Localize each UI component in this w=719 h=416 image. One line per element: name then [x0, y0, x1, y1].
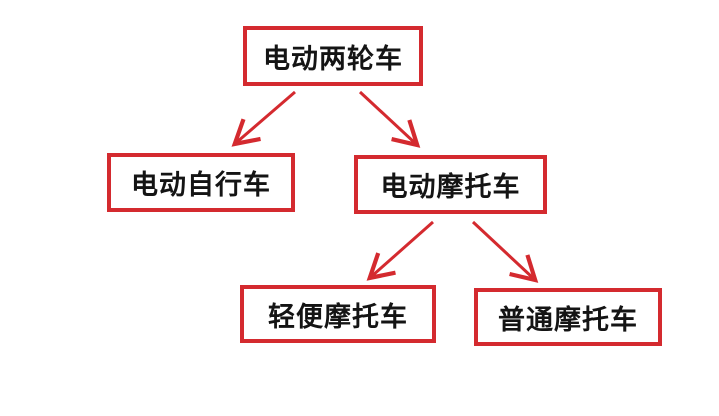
node-light-motorcycle: 轻便摩托车 — [240, 285, 436, 343]
node-electric-two-wheeler: 电动两轮车 — [243, 26, 423, 86]
node-standard-motorcycle: 普通摩托车 — [474, 288, 662, 346]
arrow-root-to-bicycle — [231, 90, 296, 147]
arrow-root-to-motorcycle — [358, 90, 421, 148]
node-electric-motorcycle: 电动摩托车 — [354, 155, 547, 214]
arrow-motorcycle-to-standard — [471, 220, 539, 283]
node-electric-bicycle: 电动自行车 — [107, 153, 295, 212]
arrow-motorcycle-to-light — [366, 220, 434, 281]
